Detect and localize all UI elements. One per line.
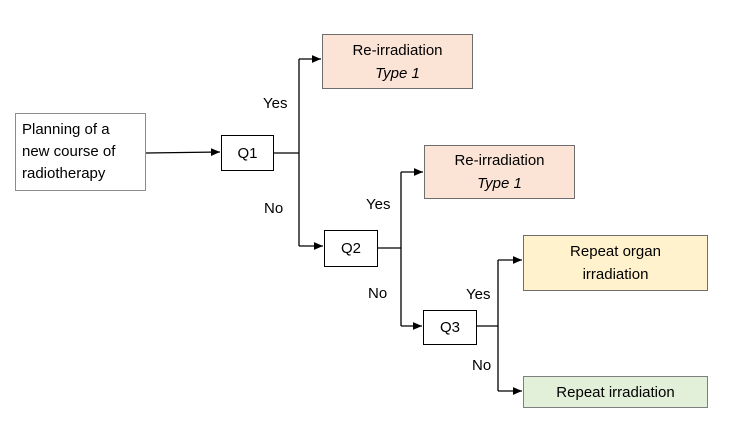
- label-q2-yes: Yes: [366, 196, 391, 213]
- start-line-3: radiotherapy: [22, 165, 106, 182]
- q1-label: Q1: [237, 144, 258, 162]
- r3-line1: Repeat organ: [570, 243, 661, 260]
- label-q1-yes: Yes: [263, 95, 288, 112]
- result-repeat-irradiation: Repeat irradiation: [523, 376, 708, 408]
- r2-line1: Re-irradiation: [454, 152, 545, 169]
- label-q3-no: No: [472, 357, 492, 374]
- arrow-start-to-q1: [145, 148, 221, 157]
- r4-line1: Repeat irradiation: [556, 383, 675, 401]
- start-line-2: new course of: [22, 143, 116, 160]
- r1-line1: Re-irradiation: [352, 41, 443, 59]
- q3-label: Q3: [439, 319, 460, 336]
- question-node-q2: Q2: [324, 230, 378, 267]
- label-q1-no: No: [264, 200, 284, 217]
- r1-line2: Type 1: [375, 64, 420, 82]
- label-q3-yes: Yes: [466, 286, 491, 303]
- label-q2-no: No: [368, 285, 388, 302]
- q2-label: Q2: [340, 240, 361, 257]
- result-repeat-organ-irradiation: Repeat organ irradiation: [523, 235, 708, 291]
- question-node-q1: Q1: [221, 135, 274, 171]
- result-reirradiation-type1-b: Re-irradiation Type 1: [424, 145, 575, 199]
- r3-line2: irradiation: [582, 266, 649, 283]
- question-node-q3: Q3: [423, 310, 477, 345]
- r2-line2: Type 1: [477, 175, 522, 192]
- result-reirradiation-type1-a: Re-irradiation Type 1: [322, 34, 473, 89]
- start-node-planning: Planning of a new course of radiotherapy: [15, 113, 146, 191]
- start-line-1: Planning of a: [22, 121, 110, 138]
